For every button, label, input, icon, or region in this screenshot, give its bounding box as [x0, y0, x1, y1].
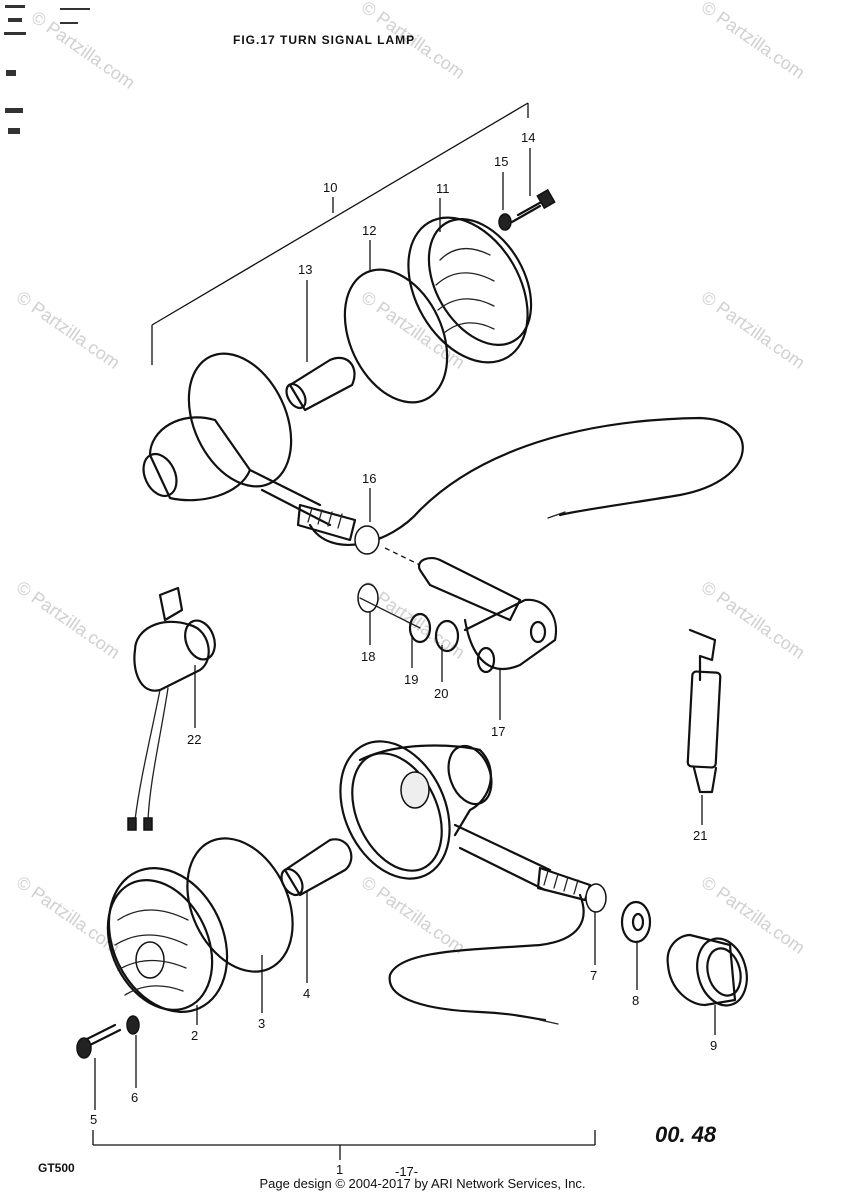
lens-11 — [407, 216, 533, 364]
callout-9: 9 — [710, 1038, 717, 1053]
watermark-layer: © Partzilla.com © Partzilla.com © Partzi… — [13, 0, 809, 958]
watermark: © Partzilla.com — [698, 872, 809, 958]
callout-11: 11 — [436, 181, 450, 196]
watermark: © Partzilla.com — [358, 872, 469, 958]
figure-code: 00. 48 — [655, 1122, 717, 1147]
bracket-1 — [92, 1130, 596, 1160]
callout-12: 12 — [362, 223, 376, 238]
upper-lamp-housing — [142, 352, 357, 542]
washer-15 — [498, 213, 512, 231]
model-label: GT500 — [38, 1161, 75, 1175]
wire-terminal-upper — [547, 511, 566, 519]
bulb-13 — [285, 356, 356, 412]
watermark: © Partzilla.com — [13, 577, 124, 663]
footer-copyright: Page design © 2004-2017 by ARI Network S… — [259, 1176, 586, 1191]
watermark: © Partzilla.com — [358, 287, 469, 373]
watermark: © Partzilla.com — [13, 287, 124, 373]
washer-6 — [126, 1015, 140, 1035]
scan-specks — [4, 5, 90, 134]
callout-14: 14 — [521, 130, 535, 145]
relay-22 — [127, 586, 216, 831]
callout-21: 21 — [693, 828, 707, 843]
callout-5: 5 — [90, 1112, 97, 1127]
washer-8 — [620, 900, 652, 944]
terminal-21 — [686, 628, 722, 794]
callout-22: 22 — [187, 732, 201, 747]
callout-labels: 2 3 4 5 6 7 8 9 10 11 12 13 14 15 16 17 … — [90, 130, 717, 1177]
callout-1: 1 — [336, 1162, 343, 1177]
screw-14 — [510, 188, 556, 224]
callout-18: 18 — [361, 649, 375, 664]
page-number: -17- — [395, 1164, 418, 1179]
callout-17: 17 — [491, 724, 505, 739]
callout-13: 13 — [298, 262, 312, 277]
bulb-4 — [280, 838, 353, 897]
watermark: © Partzilla.com — [698, 287, 809, 373]
callout-15: 15 — [494, 154, 508, 169]
gasket-3 — [186, 837, 294, 973]
callout-8: 8 — [632, 993, 639, 1008]
lower-lamp-housing — [339, 740, 592, 902]
wire-lower — [388, 893, 585, 1022]
callout-6: 6 — [131, 1090, 138, 1105]
washer-19 — [408, 612, 432, 644]
leader-lines — [94, 148, 716, 1110]
figure-title: FIG.17 TURN SIGNAL LAMP — [233, 33, 415, 47]
callout-16: 16 — [362, 471, 376, 486]
nut-7 — [585, 883, 607, 913]
callout-2: 2 — [191, 1028, 198, 1043]
wire-upper — [308, 416, 744, 547]
lens-2 — [106, 867, 229, 1013]
watermark: © Partzilla.com — [13, 872, 124, 958]
gasket-12 — [343, 268, 449, 404]
washer-20 — [434, 619, 460, 653]
watermark: © Partzilla.com — [28, 7, 139, 93]
callout-20: 20 — [434, 686, 448, 701]
callout-7: 7 — [590, 968, 597, 983]
callout-3: 3 — [258, 1016, 265, 1031]
watermark: © Partzilla.com — [698, 0, 809, 83]
callout-19: 19 — [404, 672, 418, 687]
screw-5 — [76, 1023, 122, 1059]
bracket-10 — [151, 102, 529, 365]
wire-terminal-lower — [539, 1019, 559, 1025]
nut-16 — [354, 525, 380, 555]
bracket-17 — [417, 556, 558, 674]
centerline-dash — [384, 547, 421, 566]
callout-4: 4 — [303, 986, 310, 1001]
cover-9 — [666, 933, 748, 1007]
callout-10: 10 — [323, 180, 337, 195]
